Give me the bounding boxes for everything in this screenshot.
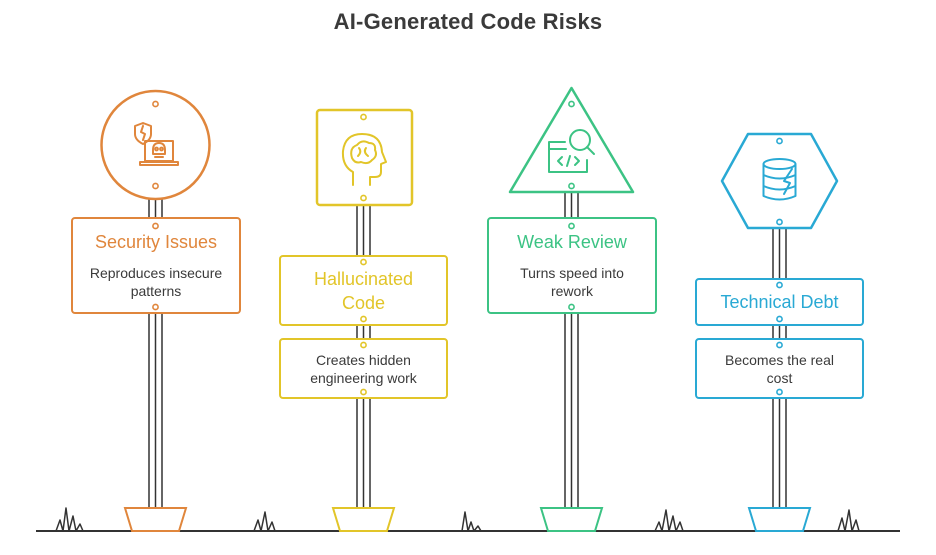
technical-debt-desc-card: Becomes the real cost xyxy=(695,338,864,399)
card-description: Turns speed into rework xyxy=(520,265,624,299)
code-magnifier-icon xyxy=(548,129,595,173)
card-title: Hallucinated Code xyxy=(313,268,414,313)
technical-debt-sign-hexagon xyxy=(720,132,839,230)
security-issues-card: Security Issues Reproduces insecure patt… xyxy=(71,217,241,314)
hallucinated-sign-square xyxy=(315,108,414,207)
rivet xyxy=(360,113,367,121)
page-title: AI-Generated Code Risks xyxy=(333,9,603,34)
database-icon xyxy=(762,158,797,201)
card-description: Reproduces insecure patterns xyxy=(89,265,223,299)
post-base xyxy=(123,507,188,532)
rivet xyxy=(360,194,367,202)
signpost-technical-debt xyxy=(720,132,839,532)
weak-review-sign-triangle xyxy=(508,86,635,194)
technical-debt-title-card: Technical Debt xyxy=(695,278,864,326)
post-base xyxy=(539,507,604,532)
rivet xyxy=(568,100,575,108)
head-brain-icon xyxy=(341,133,387,186)
weak-review-card: Weak Review Turns speed into rework xyxy=(487,217,657,314)
hallucinated-code-desc-card: Creates hidden engineering work xyxy=(279,338,448,399)
grass-tufts xyxy=(55,507,860,532)
card-title: Security Issues xyxy=(94,232,218,252)
card-description: Creates hidden engineering work xyxy=(310,351,417,386)
shield-skull-laptop-icon xyxy=(134,122,179,166)
card-title: Weak Review xyxy=(517,232,627,252)
signpost-security xyxy=(100,89,211,532)
rivet xyxy=(152,100,159,108)
rivet xyxy=(776,137,783,145)
rivet xyxy=(568,182,575,190)
rivet xyxy=(776,218,783,226)
post-base xyxy=(331,507,396,532)
card-title: Technical Debt xyxy=(720,291,839,312)
rivet xyxy=(152,182,159,190)
hallucinated-code-title-card: Hallucinated Code xyxy=(279,255,448,326)
card-description: Becomes the real cost xyxy=(725,351,834,386)
post-base xyxy=(747,507,812,532)
